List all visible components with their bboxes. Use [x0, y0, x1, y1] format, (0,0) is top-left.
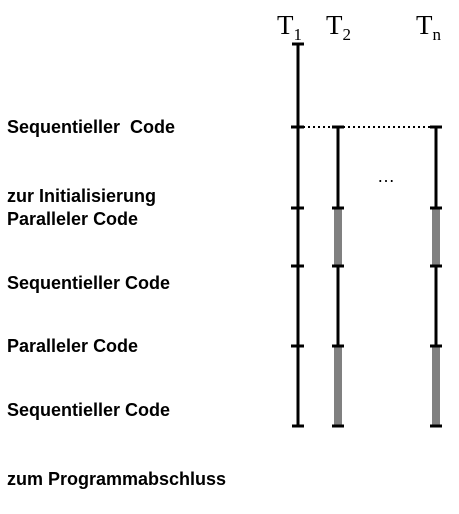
thread-label-2: T2 [326, 10, 351, 44]
phase-label-5-line2: zum Programmabschluss [7, 469, 227, 489]
thread-n-idle-2 [432, 346, 440, 426]
phase-label-5: Sequentieller Code zum Programmabschluss [7, 353, 226, 514]
phase-label-4: Paralleler Code [7, 289, 138, 381]
phase-label-4-line1: Paralleler Code [7, 336, 139, 356]
thread-ellipsis: … [377, 166, 395, 186]
thread-2-idle-1 [334, 208, 342, 266]
phase-label-1: Sequentieller Code zur Initialisierung [7, 70, 175, 231]
phase-label-1-line2: zur Initialisierung [7, 186, 157, 206]
thread-timeline-diagram: T1 T2 Tn … [277, 10, 442, 428]
thread-label-n: Tn [416, 10, 442, 44]
phase-label-3: Sequentieller Code [7, 226, 170, 318]
phase-label-2: Paralleler Code [7, 162, 138, 254]
phase-label-2-line1: Paralleler Code [7, 209, 139, 229]
thread-label-1: T1 [277, 10, 302, 44]
thread-2-idle-2 [334, 346, 342, 426]
phase-label-1-line1: Sequentieller Code [7, 117, 176, 137]
phase-label-5-line1: Sequentieller Code [7, 400, 171, 420]
phase-label-3-line1: Sequentieller Code [7, 273, 171, 293]
thread-n-idle-1 [432, 208, 440, 266]
